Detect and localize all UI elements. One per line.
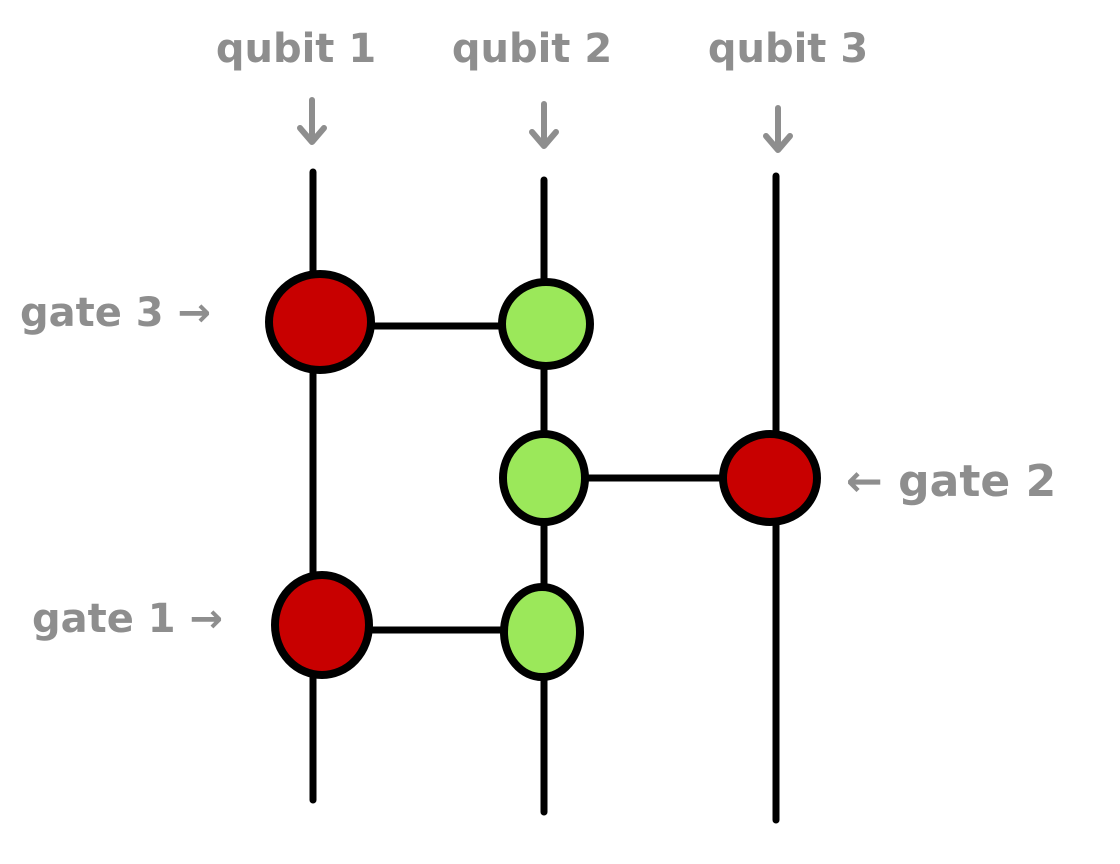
qubit-1-down-arrow-icon: [297, 97, 327, 145]
qubit-2-down-arrow-icon: [529, 101, 559, 149]
qubit-1-label: qubit 1: [216, 26, 376, 72]
gate-1-qubit-2-node: [500, 583, 584, 681]
qubit-3-down-arrow-icon: [763, 105, 793, 153]
qubit-2-label: qubit 2: [452, 26, 612, 72]
qubit-3-label: qubit 3: [708, 26, 868, 72]
gate-2-qubit-2-node: [499, 430, 589, 526]
gate-3-qubit-1-node: [265, 270, 375, 374]
gate-1-label: gate 1 →: [32, 596, 223, 642]
gate-3-label: gate 3 →: [20, 290, 211, 336]
gate-2-qubit-3-node: [719, 430, 821, 526]
gate-3-qubit-2-node: [498, 278, 594, 370]
gate-1-qubit-1-node: [271, 571, 373, 679]
gate-2-label: ← gate 2: [846, 456, 1056, 507]
